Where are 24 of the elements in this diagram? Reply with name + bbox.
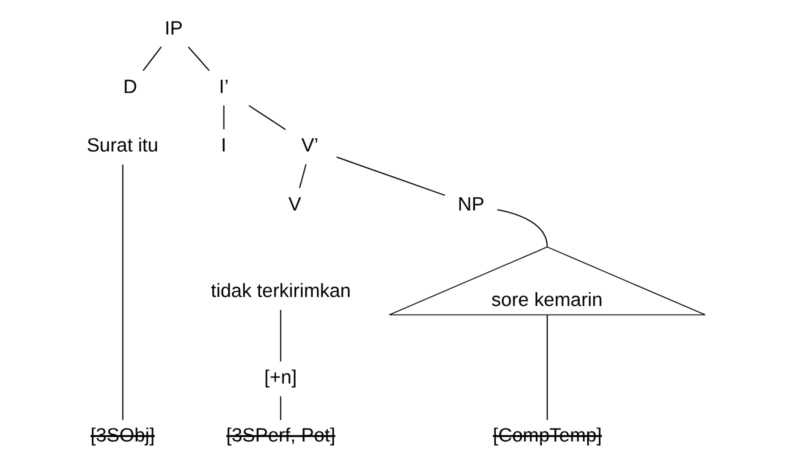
- connector: [188, 46, 210, 71]
- connector: [546, 314, 548, 420]
- connector: [299, 164, 307, 188]
- connector: [336, 156, 446, 196]
- connector: [122, 164, 124, 420]
- node-text: Surat itu: [86, 136, 158, 157]
- connector: [497, 209, 548, 248]
- node-text: V: [288, 194, 302, 216]
- connector: [280, 396, 282, 420]
- node-text: [3SPerf, Pot]: [226, 425, 336, 446]
- node-text: IP: [164, 18, 183, 40]
- connector: [248, 105, 286, 130]
- node-text: NP: [458, 194, 484, 216]
- node-text: tidak terkirimkan: [210, 281, 351, 302]
- node-text: I: [220, 136, 226, 157]
- node-text: I’: [219, 76, 229, 98]
- node-text: [+n]: [264, 368, 297, 389]
- node-text: V’: [301, 136, 318, 157]
- connector: [223, 106, 224, 130]
- node-text: D: [123, 76, 138, 98]
- connector: [142, 46, 162, 71]
- connector: [280, 310, 282, 362]
- node-text: [3SObj]: [90, 425, 155, 446]
- node-text: [CompTemp]: [492, 425, 602, 446]
